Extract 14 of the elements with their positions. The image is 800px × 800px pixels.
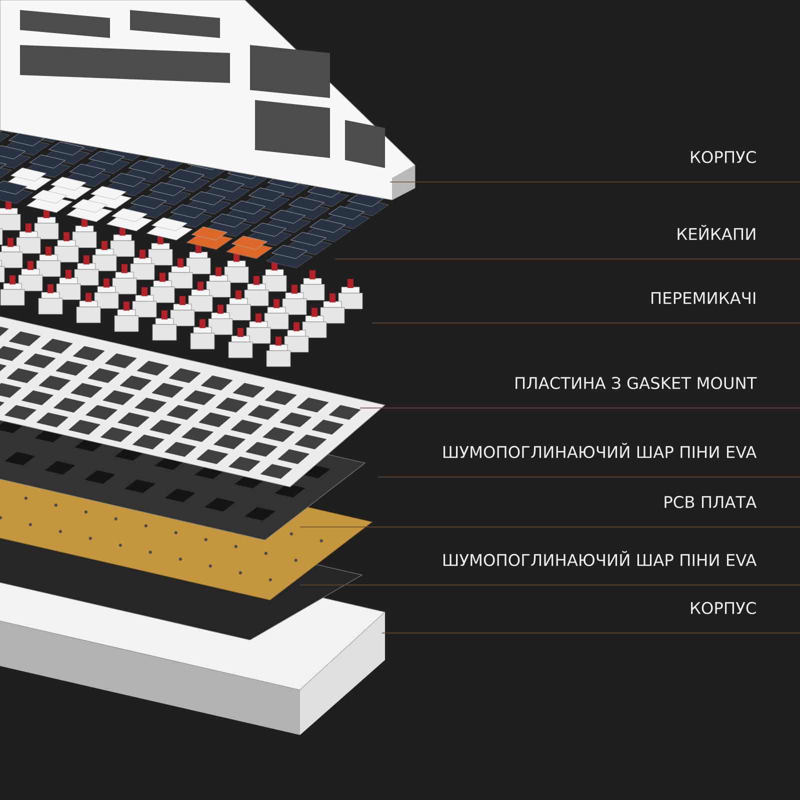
- leader-line: [334, 258, 800, 260]
- layer-label: КОРПУС: [691, 150, 756, 164]
- leader-line: [382, 632, 800, 634]
- layer-label: ШУМОПОГЛИНАЮЧИЙ ШАР ПІНИ EVA: [444, 550, 757, 566]
- layer-label: PCB ПЛАТА: [664, 496, 757, 508]
- layer-label: ШУМОПОГЛИНАЮЧИЙ ШАР ПІНИ EVA: [444, 442, 757, 458]
- leader-line: [300, 584, 800, 586]
- leader-line: [378, 476, 800, 478]
- layer-label: КОРПУС: [691, 602, 756, 614]
- layer-label: ПЛАСТИНА З GASKET MOUNT: [516, 376, 757, 390]
- leader-line: [300, 526, 800, 528]
- layer-label: ПЕРЕМИКАЧІ: [652, 292, 756, 304]
- layer-label: КЕЙКАПИ: [678, 224, 756, 240]
- leader-line: [372, 322, 800, 324]
